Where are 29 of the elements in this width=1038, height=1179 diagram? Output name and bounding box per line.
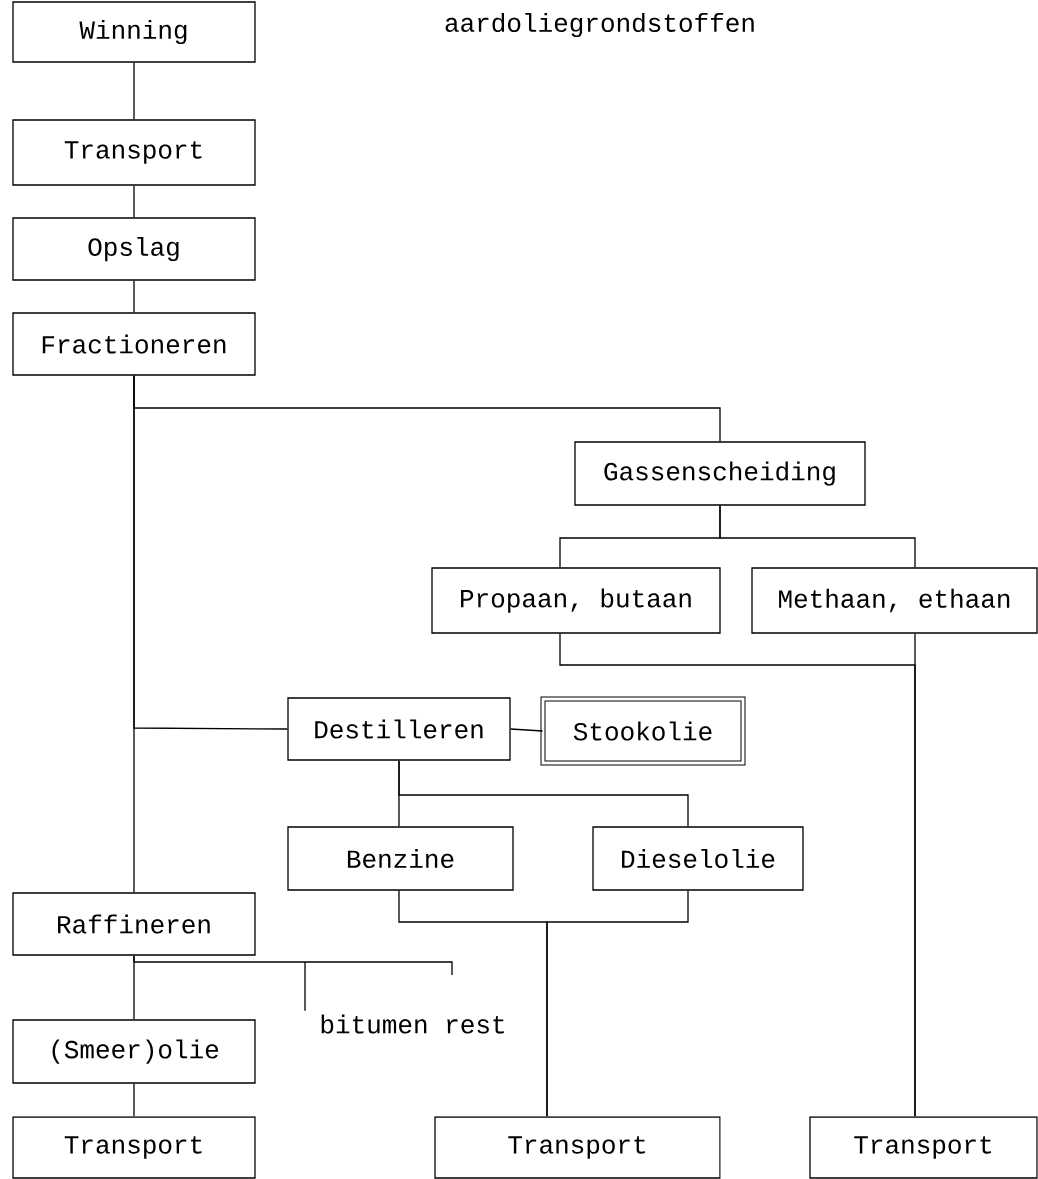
process-box: Dieselolie [592,826,804,891]
process-box: Gassenscheiding [574,441,866,506]
connector-line [133,1083,135,1117]
connector-line [133,375,135,893]
connector-line [133,62,135,120]
process-box: Transport [12,119,256,186]
connector-line [546,890,689,1117]
process-box: Opslag [12,217,256,281]
process-box: Transport [12,1116,256,1179]
process-box: Raffineren [12,892,256,956]
bitumen-label: bitumen rest [321,1014,504,1034]
connector-line [133,280,135,313]
connector-line [510,728,544,732]
connector-line [914,633,916,1117]
process-box: Benzine [287,826,514,891]
connector-line [719,505,916,568]
process-box: Destilleren [287,697,511,761]
process-box: Winning [12,1,256,63]
connector-line [133,185,135,218]
title: aardoliegrondstoffen [445,12,754,38]
process-box: Methaan, ethaan [751,567,1038,634]
process-box: (Smeer)olie [12,1019,256,1084]
process-box: Transport [809,1116,1038,1179]
process-box: Propaan, butaan [431,567,721,634]
connector-line [398,760,689,827]
connector-line [133,955,135,1020]
process-box: Transport [434,1116,721,1179]
process-box: Fractioneren [12,312,256,376]
double-box: Stookolie [540,696,746,766]
